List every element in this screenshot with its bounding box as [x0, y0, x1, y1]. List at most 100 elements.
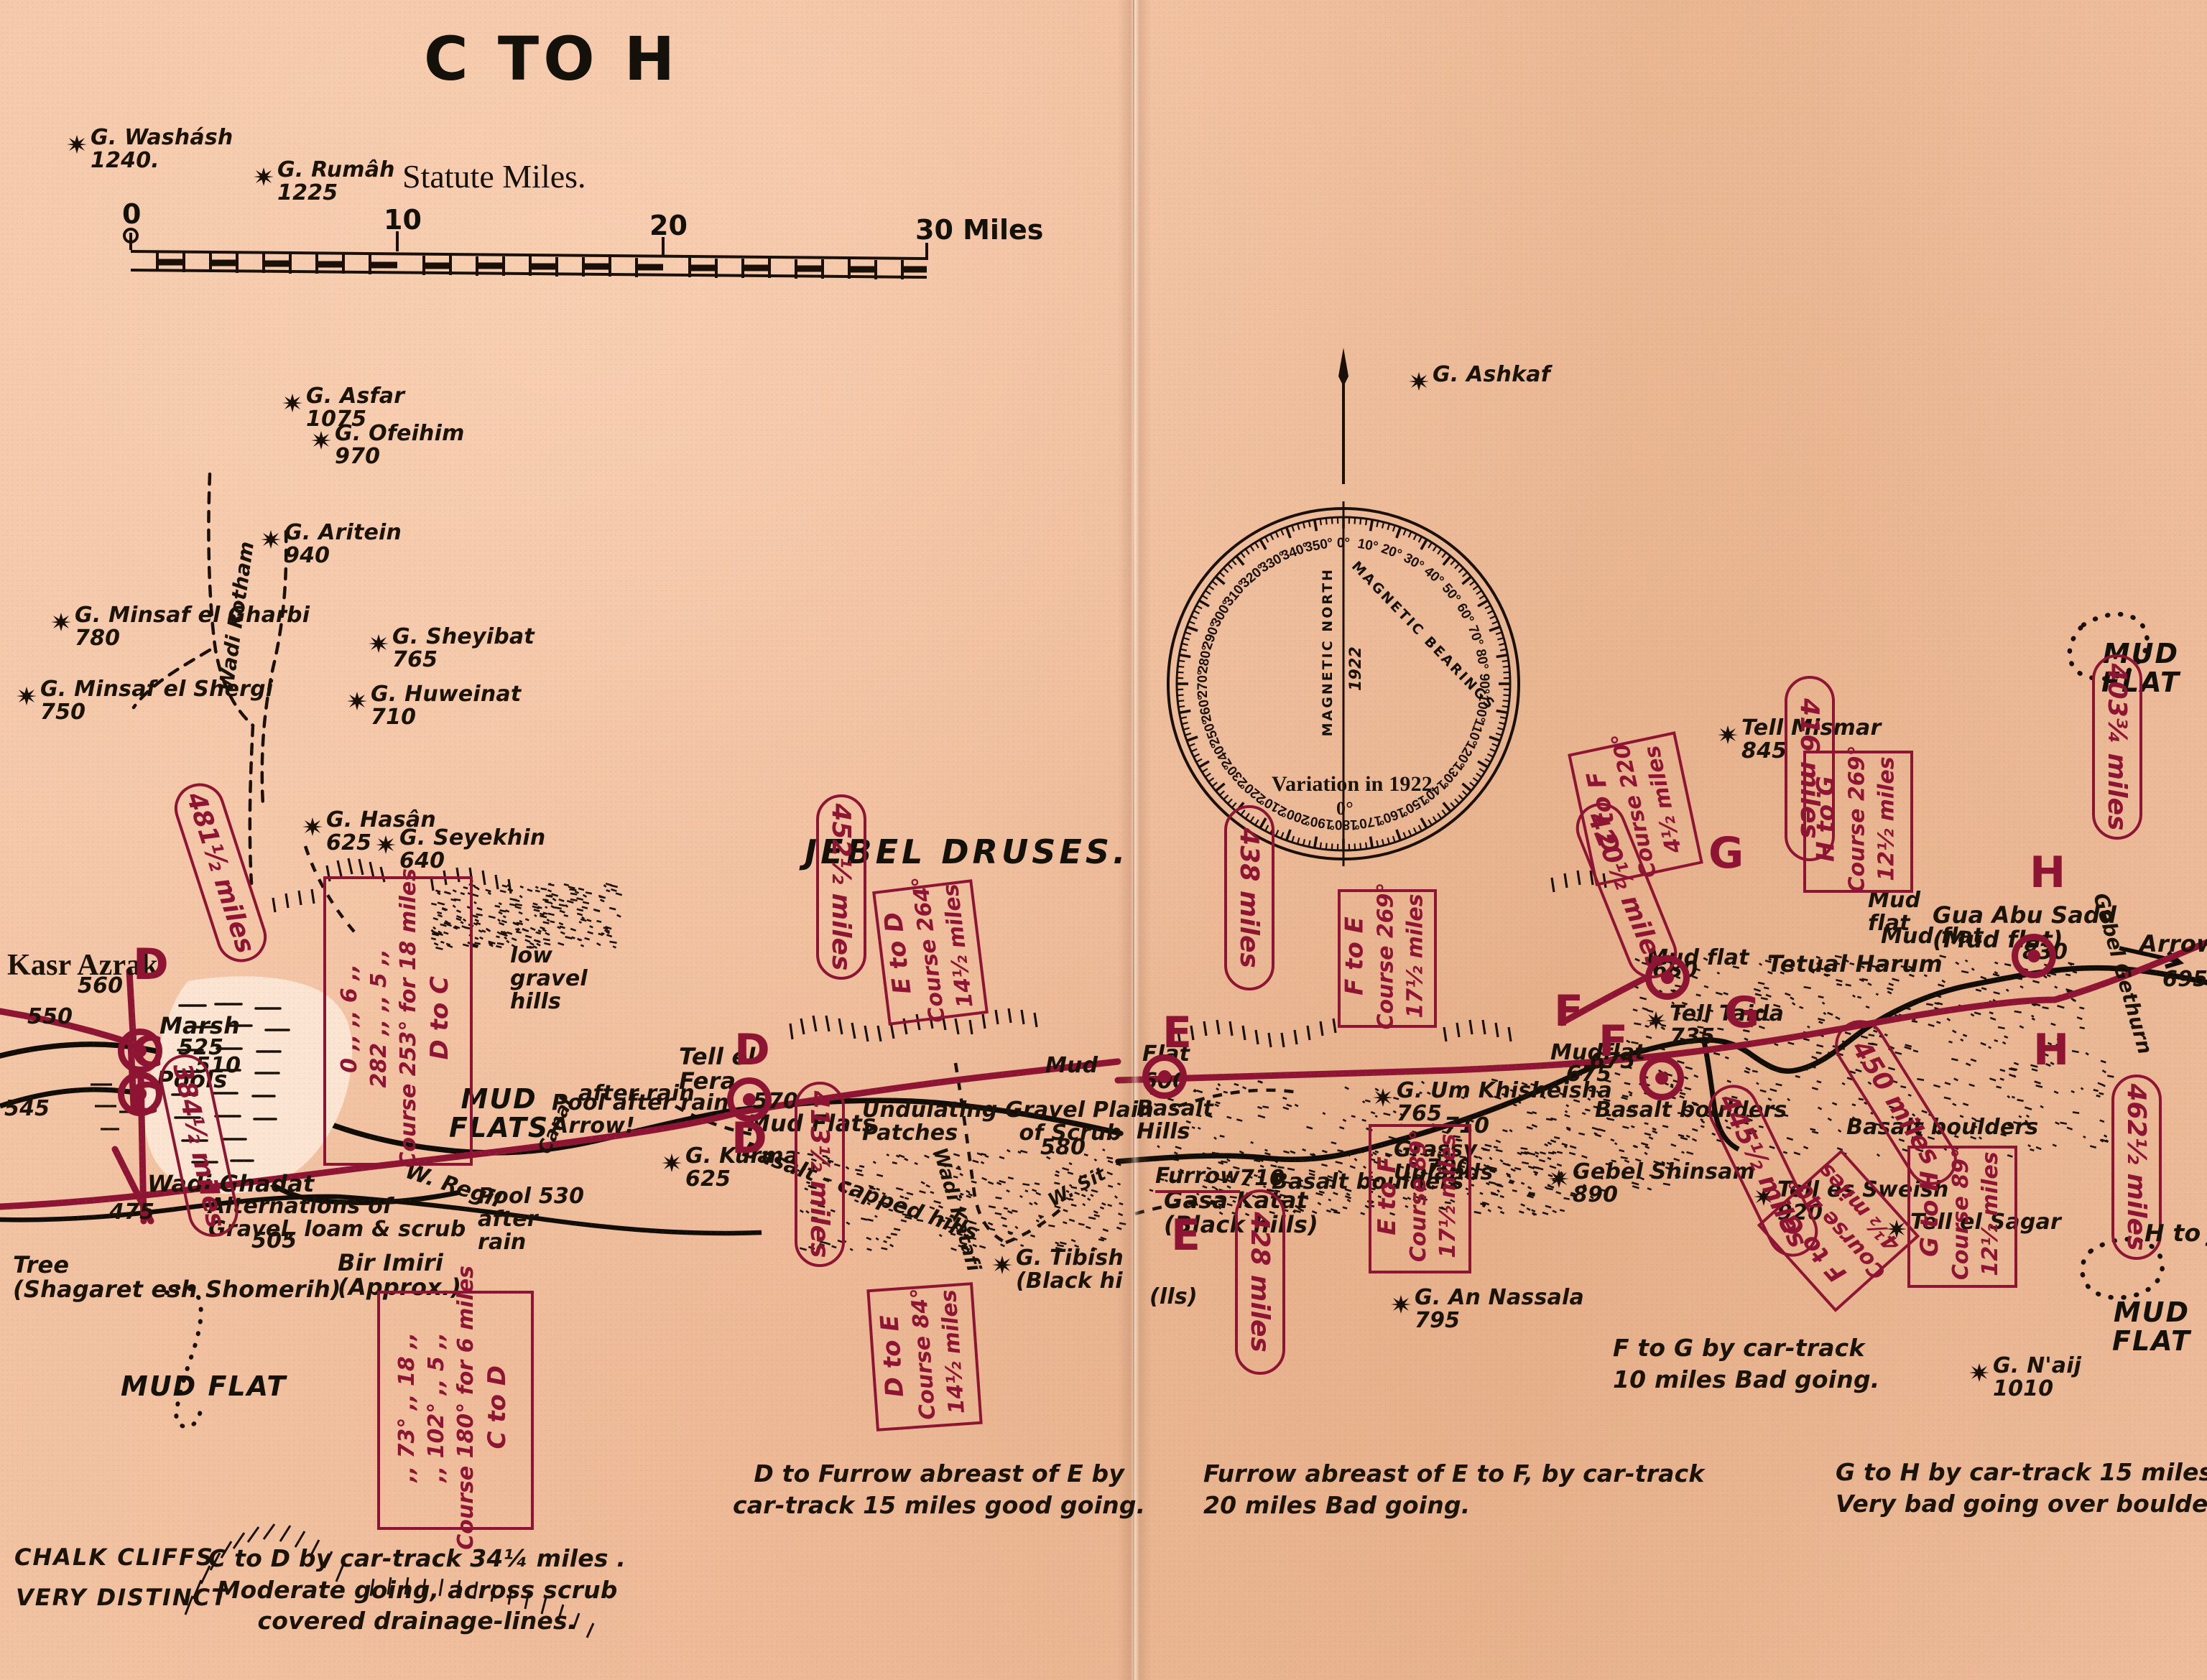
terrain-note: Mud flat — [1868, 888, 1921, 936]
course-line: Course 253° for 18 miles — [395, 868, 421, 1168]
compass-magnetic-north: MAGNETIC NORTH — [1320, 567, 1336, 737]
place-label: Marsh — [159, 1012, 241, 1039]
region-label: MUD FLATS — [449, 1083, 550, 1144]
svg-text:30°: 30° — [1401, 550, 1426, 574]
route-caption: H to J — [2144, 1219, 2201, 1247]
region-label: MUD FLAT — [2101, 638, 2180, 699]
course-line: E to F — [1373, 1156, 1402, 1235]
spot-height: 475 — [109, 1199, 155, 1225]
peak-height: 940 — [284, 543, 330, 568]
peak-star-icon — [1372, 1087, 1394, 1108]
scale-tick-0: 0 — [122, 198, 142, 230]
peak-height: 765 — [392, 647, 438, 672]
route-waypoint-letter: H — [2030, 848, 2066, 898]
mudflat-outline-bottomright — [2080, 1237, 2165, 1300]
mile-marker-label: 428 miles — [1245, 1212, 1275, 1352]
course-line: F to E — [1341, 916, 1369, 996]
spot-height: 525 — [178, 1035, 224, 1060]
route-waypoint-letter: E — [1171, 1210, 1200, 1261]
spot-height: 700 — [1426, 1155, 1472, 1180]
route-waypoint-node — [1639, 1056, 1684, 1100]
place-label: Tell el Fera — [679, 1043, 756, 1095]
hachure-ridges — [272, 858, 1607, 1048]
route-caption: G to H by car-track 15 miles Very bad go… — [1836, 1458, 2207, 1518]
course-line: Course 180° for 6 miles — [453, 1265, 478, 1550]
peak-name: Gebel Shinsam — [1573, 1159, 1756, 1184]
peak-name: G. Kurma — [685, 1143, 799, 1169]
peak-height: 845 — [1741, 738, 1787, 764]
peak-height: 625 — [326, 830, 372, 855]
spot-height: 550 — [27, 1004, 73, 1029]
peak-star-icon — [375, 834, 397, 855]
svg-text:20°: 20° — [1379, 542, 1404, 563]
peak-star-icon — [661, 1152, 683, 1174]
compass-variation-value: 0° — [1336, 798, 1354, 819]
page-title: C TO H — [424, 24, 680, 94]
terrain-note: (lls) — [1149, 1284, 1198, 1309]
spot-height: 580 — [1040, 1135, 1086, 1160]
spot-height: 560 — [78, 973, 124, 998]
course-line: E to D — [879, 910, 918, 996]
peak-star-icon — [282, 392, 303, 414]
peak-star-icon — [310, 430, 332, 451]
mile-marker-label: 403¾ miles — [2102, 663, 2132, 831]
peak-name: Tell el Sagar — [1910, 1210, 2061, 1235]
peak-height: 890 — [1573, 1182, 1619, 1207]
terrain-note: Basalt Hills — [1137, 1096, 1214, 1144]
peak-star-icon — [1753, 1186, 1775, 1207]
terrain-note: Basalt boulders — [1846, 1115, 2039, 1140]
course-line: 17½ miles — [1403, 893, 1428, 1018]
course-line: 14½ miles — [935, 1289, 970, 1415]
wadi-dashed-mid — [303, 845, 1303, 1245]
course-line: ,, 102° ,, 5 ,, — [423, 1332, 449, 1482]
peak-name: Tell Taida — [1670, 1001, 1785, 1026]
peak-name: G. Minsaf el Gharbi — [75, 603, 310, 628]
course-box-e-to-f — [1369, 1124, 1471, 1273]
mile-marker-label: 416 miles — [1795, 698, 1825, 839]
terrain-note: Mudflat — [1550, 1040, 1646, 1065]
peak-star-icon — [368, 633, 389, 654]
route-waypoint-letter: F — [1554, 986, 1583, 1036]
mudflat-outline-left — [165, 1285, 203, 1429]
svg-text:270°: 270° — [1195, 669, 1211, 697]
peak-name: G. Ofeihim — [335, 421, 465, 446]
terrain-note: Basalt boulders — [1595, 1097, 1787, 1123]
course-line: 12½ miles — [1874, 756, 1900, 881]
route-waypoint-node — [2012, 934, 2056, 978]
terrain-note: Pool 530 after rain — [478, 1184, 585, 1255]
terrain-note: Undulating Gravel Plain Patches of Scrub — [862, 1097, 1155, 1146]
course-line: 12½ miles — [1978, 1151, 2004, 1276]
peak-star-icon — [1886, 1218, 1907, 1240]
peak-height: 640 — [399, 848, 445, 873]
mile-marker-pill: 452½ miles — [816, 794, 866, 980]
region-label: JEBEL DRUSES. — [805, 832, 1129, 871]
peak-height: 970 — [335, 444, 381, 469]
terrain-note: CHALK CLIFFS — [14, 1544, 214, 1571]
peak-height: 735 — [1670, 1024, 1716, 1049]
course-line: Course 89° — [1406, 1129, 1432, 1263]
peak-star-icon — [1390, 1294, 1412, 1315]
peak-height: (Black hi — [1016, 1268, 1123, 1294]
route-waypoint-letter: D — [731, 1113, 767, 1164]
spot-height: 510 — [195, 1053, 241, 1078]
mile-marker-label: 438 miles — [1234, 827, 1264, 968]
course-line: C to D — [482, 1365, 512, 1449]
terrain-note: Alternations of Gravel, loam & scrub — [208, 1194, 466, 1242]
peak-height: 625 — [685, 1166, 731, 1192]
course-box-g-to-h — [1907, 1146, 2017, 1288]
peak-name: G. Huweinat — [371, 682, 522, 707]
course-line: ,, 73° ,, 18 ,, — [394, 1332, 420, 1482]
wadi-rotham-dashed — [131, 472, 288, 886]
course-box-f-to-e — [1338, 889, 1437, 1028]
scale-caption: Statute Miles. — [402, 158, 586, 195]
route-waypoint-letter: D — [734, 1025, 770, 1075]
peak-star-icon — [1408, 371, 1430, 392]
route-waypoint-letter: E — [1162, 1008, 1192, 1058]
peak-star-icon — [66, 134, 88, 155]
terrain-note: Mud flat — [1881, 924, 1984, 949]
svg-text:90°: 90° — [1476, 674, 1491, 695]
